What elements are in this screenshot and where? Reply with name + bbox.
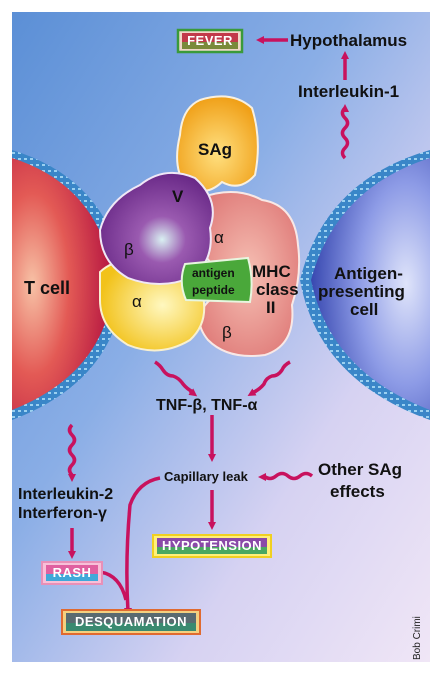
- interleukin-2-label: Interleukin-2: [18, 486, 114, 503]
- apc-label-line3: cell: [350, 300, 379, 319]
- superantigen-shape: [176, 95, 259, 193]
- arrow-apc-to-il1: [340, 106, 350, 160]
- antigen-label: antigen: [192, 266, 235, 280]
- desquamation-box: [61, 609, 201, 635]
- t-cell: [12, 150, 125, 420]
- arrows: [67, 36, 350, 616]
- arrow-tcell-to-il2: [67, 423, 77, 477]
- apc-label-line2: presenting: [318, 282, 405, 301]
- rash-label: RASH: [52, 565, 92, 580]
- capillary-leak-label: Capillary leak: [164, 469, 248, 484]
- hypothalamus-label: Hypothalamus: [290, 31, 408, 50]
- other-sag-effects-line1: Other SAg: [318, 460, 403, 479]
- v-label: V: [172, 187, 184, 206]
- tnf-label: TNF-β, TNF-α: [156, 397, 258, 414]
- peptide-label: peptide: [192, 283, 235, 297]
- arrow-capillary-to-desquamation: [125, 476, 161, 613]
- rash-box: [41, 561, 103, 585]
- hypotension-label: HYPOTENSION: [161, 538, 263, 553]
- mhc-label-line2: class: [256, 280, 299, 299]
- interferon-gamma-label: Interferon-γ: [18, 505, 107, 522]
- mhc-label-line1: MHC: [252, 262, 291, 281]
- tcr-alpha-label: α: [132, 292, 142, 311]
- antigen-presenting-cell: [300, 150, 430, 420]
- sag-label: SAg: [198, 140, 232, 159]
- tcr-beta-label: β: [124, 240, 134, 259]
- t-cell-label: T cell: [24, 278, 71, 298]
- other-sag-effects-line2: effects: [330, 482, 385, 501]
- arrow-apc-to-tnf: [253, 360, 291, 394]
- arrow-tcell-to-tnf: [154, 360, 194, 394]
- antigen-peptide-shape: [180, 256, 253, 304]
- fever-box: [176, 28, 244, 54]
- mhc-beta-label: β: [222, 323, 232, 342]
- desquamation-label: DESQUAMATION: [75, 614, 187, 629]
- fever-label: FEVER: [187, 33, 233, 48]
- artist-credit: Bob Crimi: [412, 616, 423, 660]
- arrow-other-sag-to-capillary: [262, 471, 314, 481]
- mhc-alpha-label: α: [214, 228, 224, 247]
- interleukin-1-label: Interleukin-1: [298, 82, 400, 101]
- hypotension-box: [152, 534, 272, 558]
- apc-label-line1: Antigen-: [334, 264, 403, 283]
- mhc-label-line3: II: [266, 298, 276, 317]
- arrow-rash-to-desquamation: [99, 570, 128, 601]
